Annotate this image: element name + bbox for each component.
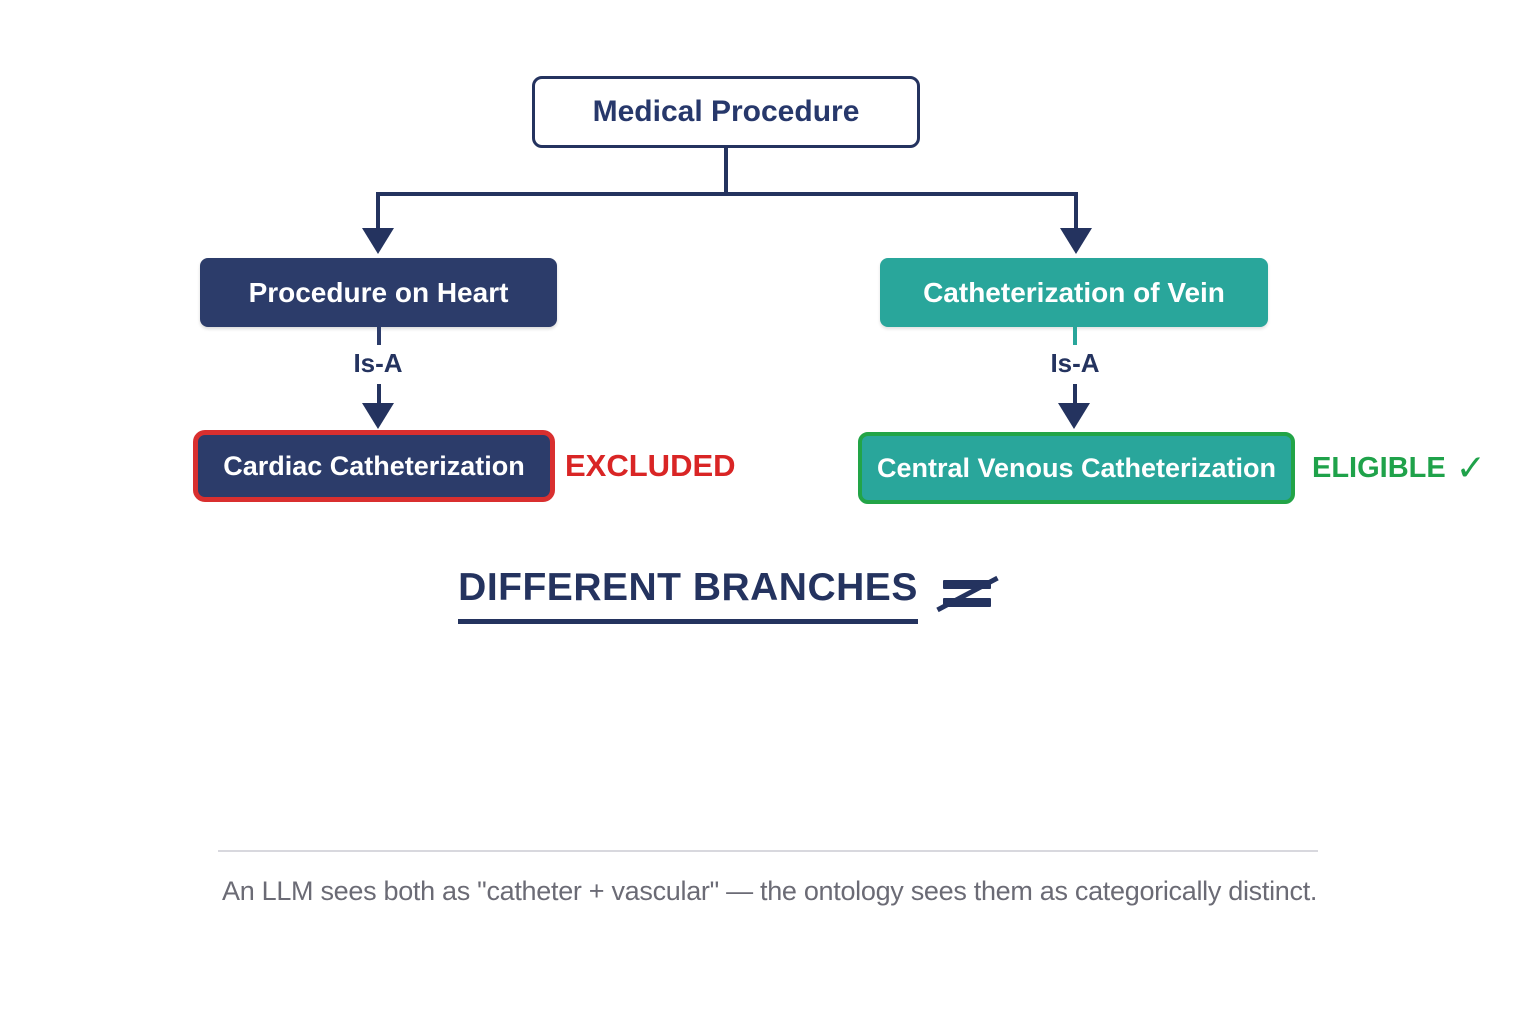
node-medical-procedure-label: Medical Procedure — [592, 95, 860, 128]
relation-label-left: Is-A — [353, 348, 403, 378]
check-icon: ✓ — [1455, 447, 1486, 488]
arrowhead-right-child — [1058, 403, 1090, 429]
arrowhead-left-child — [362, 403, 394, 429]
connector-right-isa — [1073, 384, 1077, 406]
connector-left-stub — [377, 327, 381, 345]
node-central-venous-catheterization: Central Venous Catheterization — [858, 432, 1295, 504]
verdict-heading: DIFFERENT BRANCHES — [458, 566, 918, 624]
not-equal-bar-top — [942, 580, 991, 589]
node-cardiac-catheterization-label: Cardiac Catheterization — [223, 450, 525, 481]
footer-caption: An LLM sees both as "catheter + vascular… — [222, 876, 1318, 906]
node-procedure-on-heart-label: Procedure on Heart — [248, 276, 509, 308]
arrowhead-left-parent — [362, 228, 394, 254]
not-equal-bar-bottom — [942, 598, 991, 607]
connector-left-isa — [377, 384, 381, 406]
verdict-row: DIFFERENT BRANCHES — [340, 566, 1112, 624]
status-badge-excluded: EXCLUDED — [565, 448, 736, 483]
connector-branch-horizontal — [377, 192, 1078, 196]
arrowhead-right-parent — [1060, 228, 1092, 254]
relation-label-right: Is-A — [1050, 348, 1100, 378]
node-central-venous-catheterization-label: Central Venous Catheterization — [876, 452, 1277, 483]
footer-divider — [218, 850, 1318, 852]
status-eligible-label: ELIGIBLE — [1312, 451, 1446, 484]
node-catheterization-of-vein: Catheterization of Vein — [880, 258, 1268, 327]
connector-left-drop — [376, 192, 380, 232]
node-procedure-on-heart: Procedure on Heart — [200, 258, 557, 327]
connector-root-vertical — [724, 148, 728, 194]
connector-right-stub — [1073, 327, 1077, 345]
status-badge-eligible: ELIGIBLE ✓ — [1312, 432, 1486, 504]
connector-right-drop — [1074, 192, 1078, 232]
node-cardiac-catheterization: Cardiac Catheterization — [193, 430, 555, 502]
not-equal-icon — [936, 566, 999, 624]
node-medical-procedure: Medical Procedure — [532, 76, 920, 148]
node-catheterization-of-vein-label: Catheterization of Vein — [923, 276, 1225, 308]
